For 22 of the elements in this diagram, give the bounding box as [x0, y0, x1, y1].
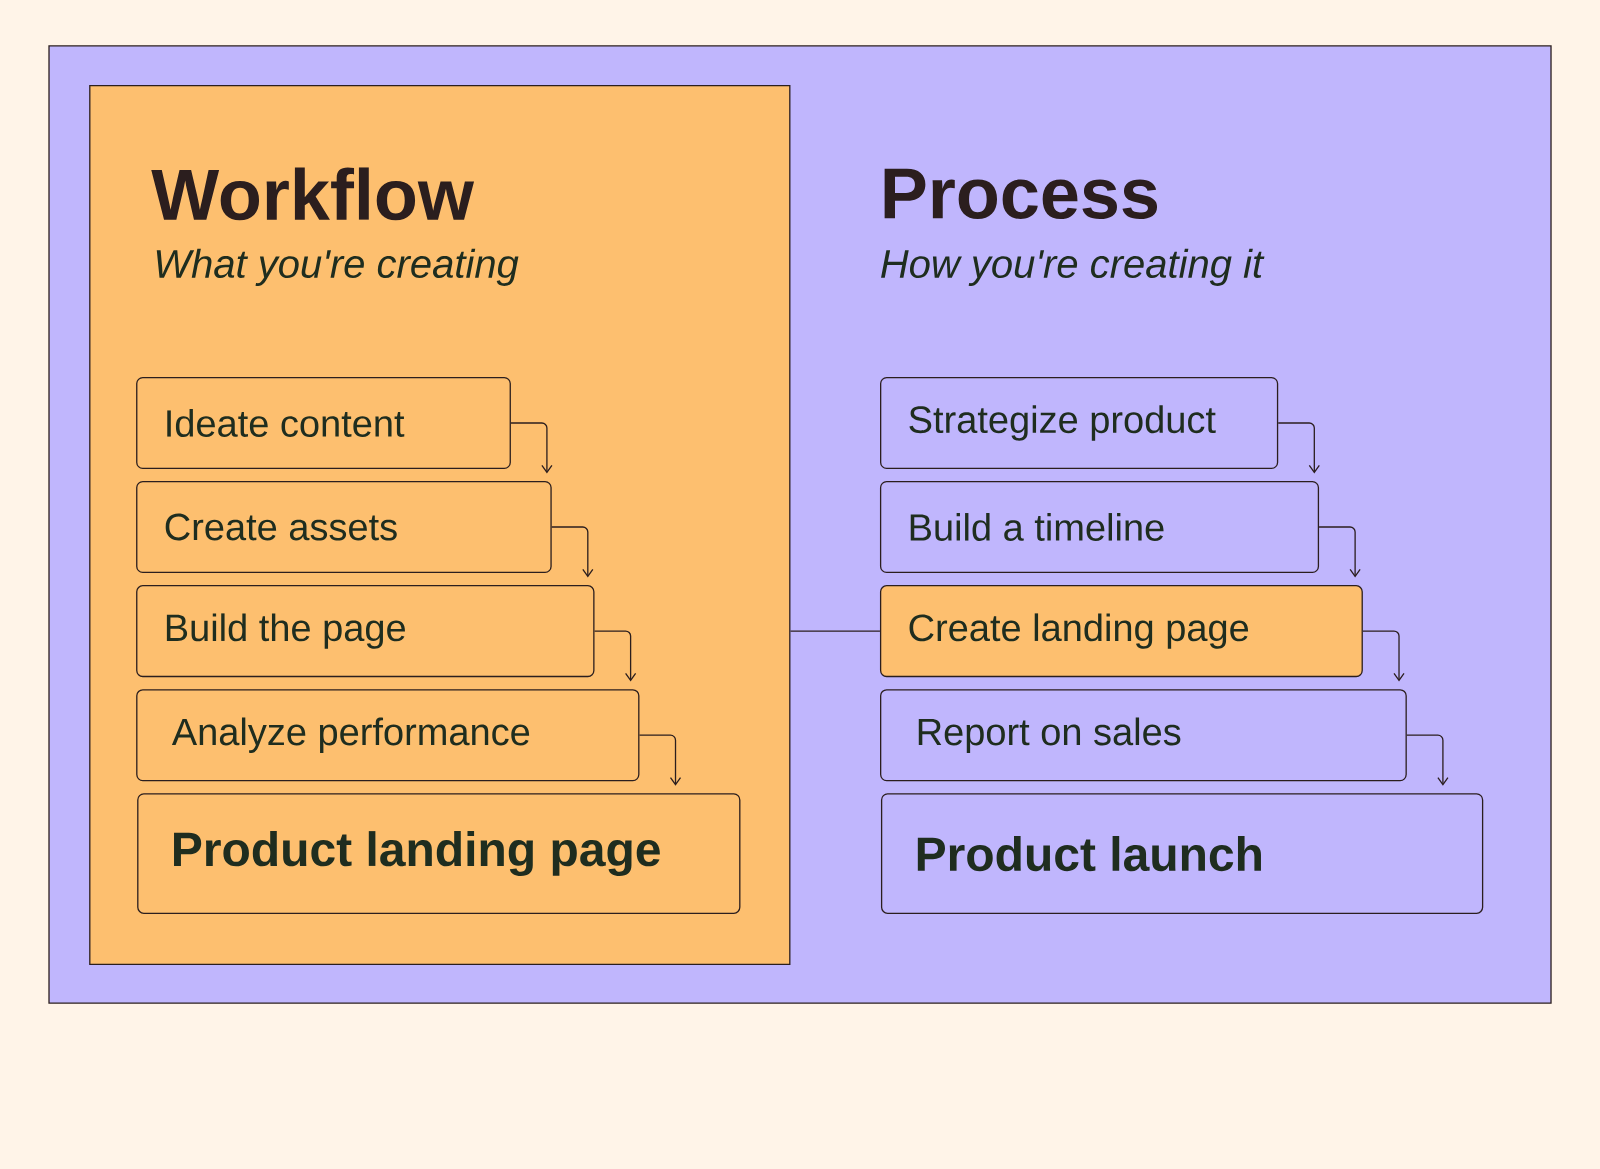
subtitle: What you're creating	[156, 248, 519, 286]
step-box: Strategize product	[880, 376, 1279, 470]
subtitle: How you're creating it	[881, 248, 1265, 286]
step-box: Build the page	[136, 585, 595, 678]
step-box: Report on sales	[880, 689, 1407, 782]
result-box: Product launch	[880, 793, 1484, 914]
arrow	[1277, 422, 1320, 474]
arrow	[638, 734, 682, 786]
step-box: Create landing page	[879, 585, 1363, 678]
arrow	[593, 630, 637, 682]
arrow	[1406, 734, 1449, 786]
step-box: Analyze performance	[136, 689, 640, 782]
arrow	[510, 422, 553, 474]
result-box: Product landing page	[137, 793, 741, 914]
step-box: Ideate content	[136, 376, 511, 470]
step-box: Create assets	[136, 480, 552, 574]
arrow	[551, 526, 594, 578]
heading: Workflow	[151, 167, 475, 221]
arrow	[1318, 526, 1361, 578]
arrow	[1362, 630, 1405, 682]
step-box: Build a timeline	[879, 480, 1320, 574]
heading: Process	[884, 168, 1157, 219]
